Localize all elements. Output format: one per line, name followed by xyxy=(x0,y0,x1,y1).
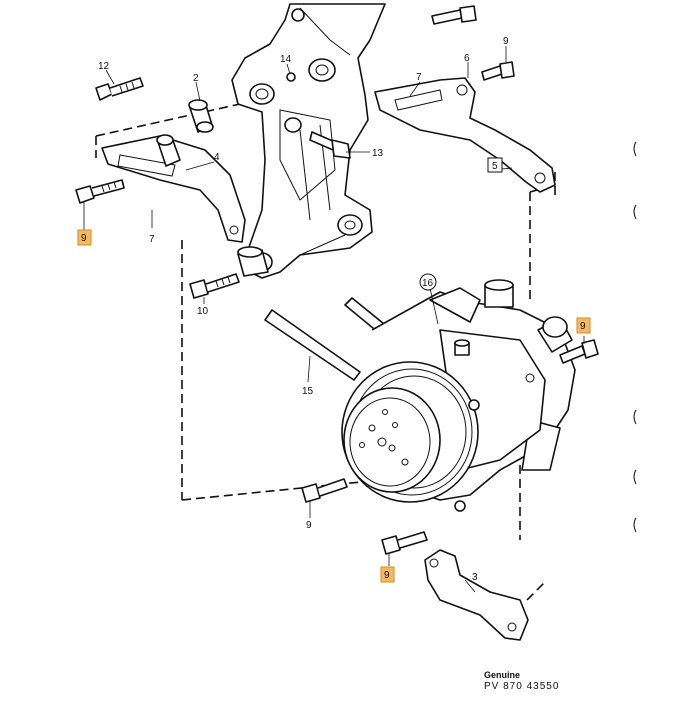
footer-part-number: PV 870 43550 xyxy=(484,681,560,692)
label-7-right: 7 xyxy=(416,72,422,83)
spacer-10 xyxy=(237,246,269,277)
label-9-bottom: 9 xyxy=(384,570,390,581)
label-9-top: 9 xyxy=(503,36,509,47)
footer-genuine: Genuine xyxy=(484,670,521,680)
bolt-12 xyxy=(95,77,144,101)
rear-bracket-3 xyxy=(424,549,529,641)
leader-lines xyxy=(83,46,585,593)
main-engine-bracket xyxy=(231,3,386,279)
label-9-highlight-right: 9 xyxy=(576,317,591,334)
label-16: 16 xyxy=(422,278,434,289)
label-15: 15 xyxy=(302,386,314,397)
label-13: 13 xyxy=(372,148,384,159)
bolt-9-right xyxy=(559,339,599,364)
ac-compressor xyxy=(341,279,576,512)
label-9-highlight-bottom: 9 xyxy=(380,566,395,583)
page-margin-marks xyxy=(633,141,637,533)
label-9-left: 9 xyxy=(81,233,87,244)
spacer-2 xyxy=(188,99,214,133)
label-3: 3 xyxy=(472,572,478,583)
label-16-circle: 16 xyxy=(419,273,437,291)
footer-caption: Genuine PV 870 43550 xyxy=(484,670,559,692)
label-9-highlight-left: 9 xyxy=(77,229,92,246)
label-9-right: 9 xyxy=(580,321,586,332)
label-5: 5 xyxy=(492,161,498,172)
label-5-box: 5 xyxy=(487,157,503,173)
label-6: 6 xyxy=(464,53,470,64)
label-12: 12 xyxy=(98,61,110,72)
left-adjusting-bracket xyxy=(101,134,246,243)
label-4: 4 xyxy=(214,152,220,163)
bolt-top-right xyxy=(431,5,477,25)
bolt-9-bottom xyxy=(381,531,428,555)
bolt-9-lower-left xyxy=(301,478,348,503)
label-9-lower: 9 xyxy=(306,520,312,531)
label-10: 10 xyxy=(197,306,209,317)
bolt-9-left xyxy=(75,179,125,204)
bolt-10 xyxy=(189,273,240,299)
part-labels: 12 2 14 6 9 7 4 13 5 9 7 10 16 9 15 9 9 xyxy=(77,36,591,583)
label-14: 14 xyxy=(280,54,292,65)
bolt-13 xyxy=(309,131,351,159)
right-adjusting-bracket xyxy=(374,77,556,193)
label-7-left: 7 xyxy=(149,234,155,245)
label-2: 2 xyxy=(193,73,199,84)
bolt-9-top xyxy=(481,61,515,81)
